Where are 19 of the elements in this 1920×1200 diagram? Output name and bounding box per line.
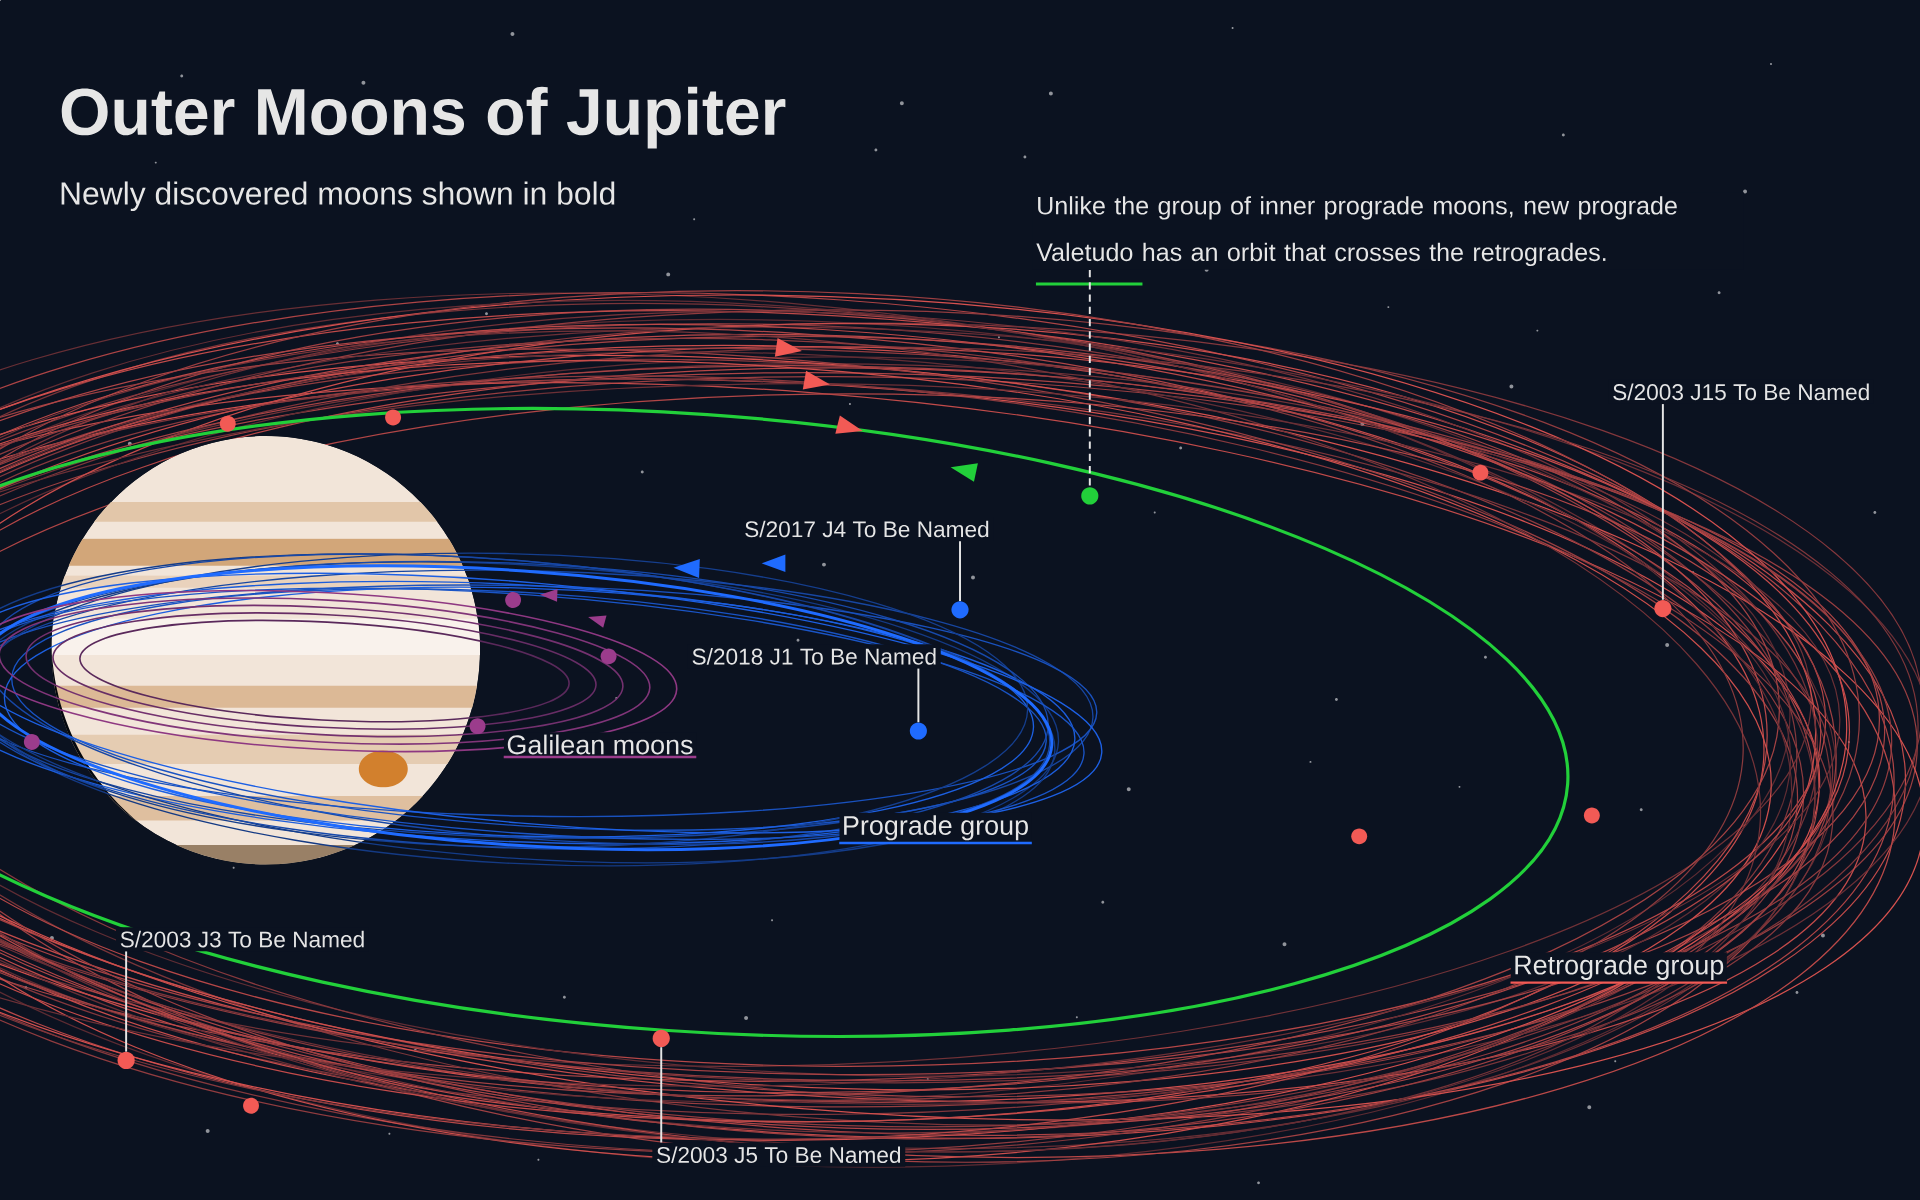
moon-label: S/2017 J4 To Be Named bbox=[740, 517, 994, 541]
moon-label: S/2003 J15 To Be Named bbox=[1608, 379, 1874, 404]
title: Outer Moons of Jupiter bbox=[61, 86, 786, 149]
moon-label: S/2018 J1 To Be Named bbox=[687, 644, 941, 669]
moon-label: S/2003 J3 To Be Named bbox=[116, 927, 369, 952]
leader-line bbox=[959, 540, 961, 602]
group-label: Prograde group bbox=[839, 812, 1032, 845]
group-label: Galilean moons bbox=[503, 732, 697, 759]
leader-line bbox=[660, 1046, 663, 1144]
moon-label: S/2003 J5 To Be Named bbox=[652, 1142, 906, 1167]
moon-dot bbox=[909, 722, 927, 740]
subtitle: Newly discovered moons shown in bold bbox=[61, 181, 615, 212]
group-label: Retrograde group bbox=[1510, 952, 1728, 984]
leader-line bbox=[1088, 269, 1091, 489]
moon-dot bbox=[117, 1051, 135, 1069]
moon-dot bbox=[951, 601, 969, 619]
moon-dot bbox=[1654, 600, 1672, 618]
moon-dot bbox=[652, 1029, 670, 1047]
moon-dot bbox=[1081, 487, 1099, 505]
